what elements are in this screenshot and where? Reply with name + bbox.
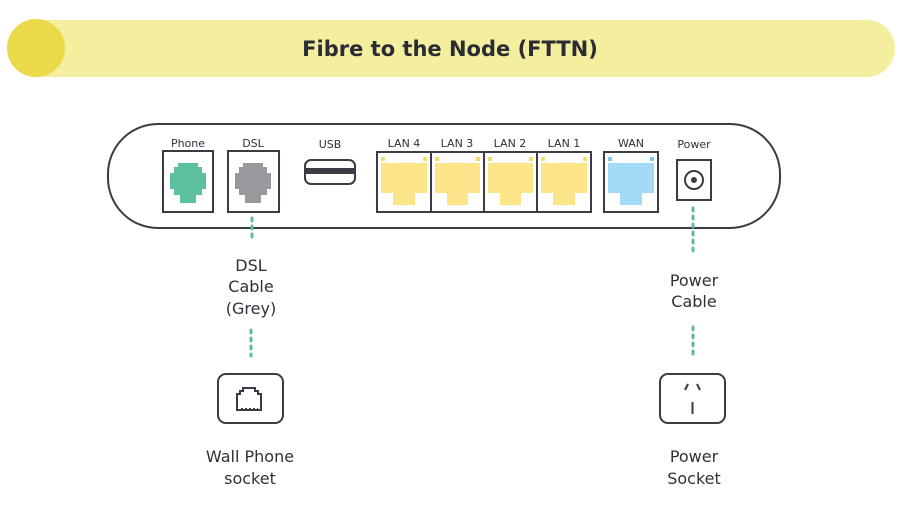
port-dsl: DSL [227, 137, 280, 213]
port-lan-3: LAN 3 [430, 137, 485, 213]
port-lan-2: LAN 2 [483, 137, 538, 213]
cable-label: DSL [235, 256, 266, 275]
power-connection: Power Cable Power Socket [659, 206, 726, 488]
port-label: LAN 2 [494, 137, 527, 150]
header-bar [7, 20, 895, 77]
cable-label: Power [670, 271, 719, 290]
phone-jack-icon [236, 387, 262, 411]
port-power: Power [676, 138, 712, 201]
port-label: USB [319, 138, 342, 151]
port-label: Power [677, 138, 711, 151]
port-label: LAN 4 [388, 137, 421, 150]
cable-label: Cable [671, 292, 716, 311]
power-socket-box [659, 373, 726, 424]
cable-label: Cable [228, 277, 273, 296]
port-lan-4: LAN 4 [376, 137, 432, 213]
socket-label: socket [224, 469, 276, 488]
power-outlet-icon [684, 383, 701, 414]
port-label: WAN [618, 137, 644, 150]
socket-label: Power [670, 447, 719, 466]
port-phone: Phone [162, 137, 214, 213]
header-banner: Fibre to the Node (FTTN) [7, 19, 895, 77]
page-title: Fibre to the Node (FTTN) [302, 37, 598, 61]
socket-label: Wall Phone [206, 447, 294, 466]
port-lan-1: LAN 1 [536, 137, 592, 213]
wall-socket-box [217, 373, 284, 424]
cable-label: (Grey) [226, 299, 276, 318]
socket-label: Socket [667, 469, 721, 488]
port-label: LAN 3 [441, 137, 474, 150]
header-circle [7, 19, 65, 77]
dsl-connection: DSL Cable (Grey) Wall Phone socket [206, 216, 294, 488]
port-label: LAN 1 [548, 137, 581, 150]
port-label: DSL [242, 137, 264, 150]
port-wan: WAN [603, 137, 659, 213]
port-usb: USB [304, 138, 356, 185]
port-label: Phone [171, 137, 205, 150]
